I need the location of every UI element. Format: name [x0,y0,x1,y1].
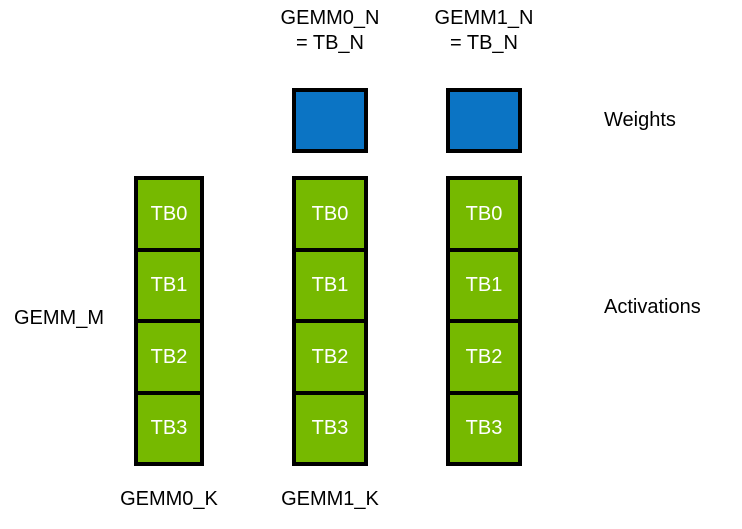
weight-block-gemm1 [446,88,522,153]
tb-cell: TB1 [134,249,204,321]
gemm0-n-label: GEMM0_N = TB_N [240,6,420,56]
gemm0-n-label-line1: GEMM0_N [280,7,380,29]
activation-column-gemm1: TB0 TB1 TB2 TB3 [292,176,368,466]
gemm-m-label: GEMM_M [14,307,104,329]
tb-cell: TB2 [292,321,368,393]
weight-block-gemm0 [292,88,368,153]
tb-cell: TB3 [292,392,368,466]
tb-cell: TB0 [134,176,204,250]
tb-cell: TB2 [134,321,204,393]
gemm1-n-label-line2: = TB_N [450,32,518,54]
tb-cell: TB1 [292,249,368,321]
tb-cell: TB0 [446,176,522,250]
gemm0-k-label: GEMM0_K [120,488,218,510]
tb-cell: TB3 [446,392,522,466]
tb-cell: TB0 [292,176,368,250]
gemm1-n-label-line1: GEMM1_N [434,7,534,29]
gemm1-n-label: GEMM1_N = TB_N [394,6,574,56]
tb-cell: TB2 [446,321,522,393]
gemm0-n-label-line2: = TB_N [296,32,364,54]
weights-label: Weights [604,109,676,131]
activations-label: Activations [604,296,701,318]
activation-column-gemm0: TB0 TB1 TB2 TB3 [134,176,204,466]
gemm1-k-label: GEMM1_K [281,488,379,510]
tb-cell: TB3 [134,392,204,466]
tb-cell: TB1 [446,249,522,321]
activation-column-gemm2: TB0 TB1 TB2 TB3 [446,176,522,466]
